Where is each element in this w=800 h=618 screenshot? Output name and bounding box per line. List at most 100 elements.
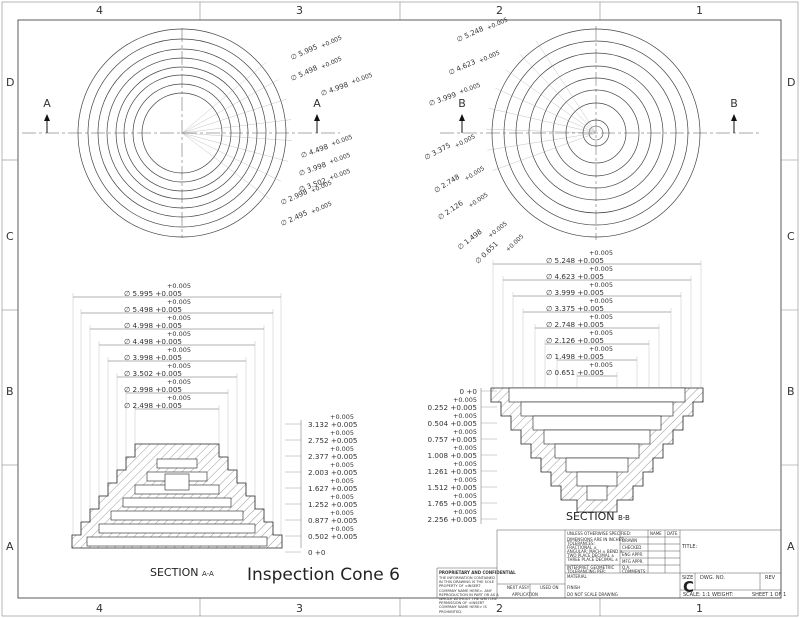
section-a-height-tol: +0.005	[330, 509, 354, 517]
title-block-frame	[436, 529, 782, 599]
section-a-diameter-tol: +0.005	[167, 378, 191, 386]
section-b-diameter: ∅ 0.651 +0.005	[546, 368, 604, 377]
section-b-depth-tol: +0.005	[453, 412, 477, 420]
section-a-pocket	[98, 523, 256, 534]
section-a-height: 0.502 +0.005	[308, 532, 357, 541]
section-b-diameter-tol: +0.005	[589, 297, 613, 305]
drawing-title: Inspection Cone 6	[247, 565, 400, 585]
plan-b-leader	[486, 129, 597, 134]
section-b-depth: 0 +0	[460, 387, 478, 396]
section-b-depth: 1.008 +0.005	[428, 451, 477, 460]
tb-material: MATERIAL	[567, 574, 587, 579]
section-b-label: SECTION B-B	[566, 510, 630, 523]
section-a-diameter: ∅ 3.998 +0.005	[124, 353, 182, 362]
section-a-height: 3.132 +0.005	[308, 420, 357, 429]
section-a-arrowhead	[314, 114, 320, 121]
zone-col-2-top: 2	[496, 4, 503, 17]
plan-b-leader	[505, 69, 597, 134]
tb-next-assy: NEXT ASSY	[507, 585, 530, 590]
tb-three-place: THREE PLACE DECIMAL ±	[567, 557, 619, 562]
tb-tolerances: TOLERANCES:	[567, 541, 595, 546]
section-b-depth-tol: +0.005	[453, 460, 477, 468]
section-a-arrow-label: A	[43, 97, 51, 110]
tb-dims: DIMENSIONS ARE IN INCHES	[567, 537, 624, 542]
plan-a-leader	[181, 132, 270, 200]
plan-a-leader	[181, 79, 279, 134]
section-a-diameter-tol: +0.005	[167, 282, 191, 290]
tb-unless: UNLESS OTHERWISE SPECIFIED:	[567, 531, 632, 536]
section-b-depth-tol: +0.005	[453, 476, 477, 484]
section-a-height: 0.877 +0.005	[308, 516, 357, 525]
plan-b-leader	[535, 40, 597, 134]
section-b-depth: 0.252 +0.005	[428, 403, 477, 412]
section-b-depth: 1.765 +0.005	[428, 499, 477, 508]
section-b-pocket	[554, 443, 640, 459]
tb-eng-appr: ENG APPR.	[622, 552, 644, 557]
section-b-depth-tol: +0.005	[453, 396, 477, 404]
zone-row-b-right: B	[787, 385, 795, 398]
section-a-core	[164, 473, 190, 491]
section-b-diameter: ∅ 3.375 +0.005	[546, 304, 604, 313]
section-a-height: 2.377 +0.005	[308, 452, 357, 461]
tb-angular: ANGULAR: MACH ± BEND ±	[567, 549, 623, 554]
section-a-diameter-tol: +0.005	[167, 314, 191, 322]
tb-size-label: SIZE	[682, 575, 694, 581]
zone-col-3-top: 3	[296, 4, 303, 17]
section-a-diameter: ∅ 4.498 +0.005	[124, 337, 182, 346]
section-a-diameter: ∅ 2.998 +0.005	[124, 385, 182, 394]
inner-border	[17, 19, 782, 599]
tb-finish: FINISH	[567, 585, 581, 590]
plan-b-leader	[492, 132, 597, 171]
section-b-diameter-tol: +0.005	[589, 249, 613, 257]
section-b-diameter: ∅ 2.748 +0.005	[546, 320, 604, 329]
section-a-diameter: ∅ 3.502 +0.005	[124, 369, 182, 378]
section-b-arrow-label: B	[730, 97, 738, 110]
section-a-pocket	[86, 536, 268, 547]
section-b-depth: 0.757 +0.005	[428, 435, 477, 444]
section-b-depth-tol: +0.005	[453, 492, 477, 500]
section-b-diameter-tol: +0.005	[589, 345, 613, 353]
section-a-diameter-tol: +0.005	[167, 394, 191, 402]
section-b-pocket	[576, 471, 618, 487]
section-a-diameter-tol: +0.005	[167, 346, 191, 354]
section-b-depth: 1.261 +0.005	[428, 467, 477, 476]
tb-checked: CHECKED	[622, 545, 642, 550]
zone-col-1-bottom: 1	[696, 602, 703, 615]
tb-scale: SCALE: 1:1	[683, 592, 711, 598]
plan-a-leader	[181, 132, 289, 162]
plan-a-leader	[181, 119, 292, 134]
section-a-label: SECTION A-A	[150, 566, 214, 579]
plan-a-leader	[181, 132, 281, 182]
plan-b-leader	[487, 132, 597, 151]
tb-weight: WEIGHT:	[712, 592, 734, 598]
section-b-diameter-tol: +0.005	[589, 361, 613, 369]
zone-row-d-right: D	[787, 76, 796, 89]
tb-mfg-appr: MFG APPR.	[622, 559, 644, 564]
section-b-diameter-tol: +0.005	[589, 265, 613, 273]
tb-fractional: FRACTIONAL ±	[567, 545, 597, 550]
section-a-diameter-tol: +0.005	[167, 330, 191, 338]
section-a-height-tol: +0.005	[330, 477, 354, 485]
tb-application: APPLICATION	[512, 592, 538, 597]
zone-col-4-bottom: 4	[96, 602, 103, 615]
zone-row-a-right: A	[787, 540, 795, 553]
section-b-diameter: ∅ 3.999 +0.005	[546, 288, 604, 297]
zone-row-c-right: C	[787, 230, 795, 243]
section-b-diameter-tol: +0.005	[589, 329, 613, 337]
tb-interpret: INTERPRET GEOMETRIC	[567, 565, 615, 570]
section-b-diameter: ∅ 1.498 +0.005	[546, 352, 604, 361]
zone-col-3-bottom: 3	[296, 602, 303, 615]
section-b-diameter: ∅ 2.126 +0.005	[546, 336, 604, 345]
section-b-pocket	[565, 457, 629, 473]
section-b-arrowhead	[459, 114, 465, 121]
section-b-pocket	[532, 415, 662, 431]
tb-proprietary-body: THE INFORMATION CONTAINED IN THIS DRAWIN…	[439, 576, 499, 614]
section-a-height: 0 +0	[308, 548, 326, 557]
zone-col-4-top: 4	[96, 4, 103, 17]
tb-drawn: DRAWN	[622, 538, 638, 543]
zone-row-b-left: B	[6, 385, 14, 398]
tb-dwg-label: DWG. NO.	[700, 575, 725, 581]
section-b-diameter-tol: +0.005	[589, 313, 613, 321]
